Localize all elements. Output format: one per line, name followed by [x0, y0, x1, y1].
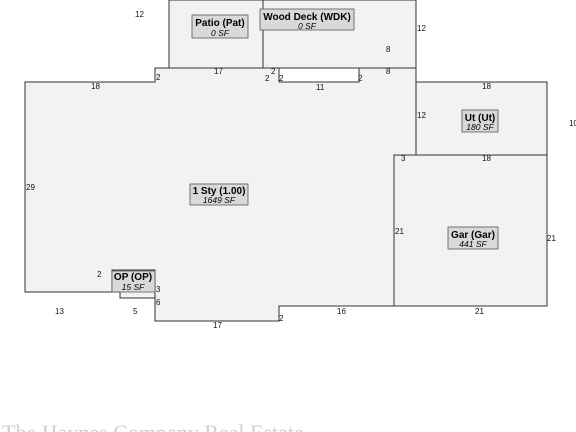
utility-label: Ut (Ut) 180 SF [461, 109, 499, 133]
dim-29: 29 [26, 183, 35, 192]
dim-5: 5 [133, 307, 138, 316]
deck-name: Wood Deck (WDK) [263, 12, 351, 23]
dim-2-a: 2 [271, 67, 276, 76]
dim-3-op: 3 [156, 285, 161, 294]
porch-area: 15 SF [122, 282, 145, 292]
dim-8-bump: 8 [386, 67, 391, 76]
dim-2-e: 2 [358, 74, 363, 83]
dim-12-deck-right: 12 [417, 24, 426, 33]
dim-18-left: 18 [91, 82, 100, 91]
dim-12-top: 12 [135, 10, 144, 19]
dim-16: 16 [337, 307, 346, 316]
deck-label: Wood Deck (WDK) 0 SF [259, 8, 355, 31]
utility-name: Ut (Ut) [465, 113, 496, 124]
garage-name: Gar (Gar) [451, 230, 495, 241]
dim-2-d: 2 [279, 74, 284, 83]
house-area: 1649 SF [203, 195, 236, 205]
dim-10: 10 [569, 119, 576, 128]
patio-label: Patio (Pat) 0 SF [191, 14, 249, 39]
dim-2-bottom: 2 [279, 314, 284, 323]
dim-2-b: 2 [156, 73, 161, 82]
dim-2-c: 2 [265, 74, 270, 83]
porch-name: OP (OP) [114, 272, 152, 283]
dim-21-bottom: 21 [475, 307, 484, 316]
dim-11: 11 [316, 83, 325, 92]
dim-21-left: 21 [395, 227, 404, 236]
deck-area: 0 SF [298, 21, 317, 31]
dim-6-op: 6 [156, 298, 161, 307]
dim-3-gar: 3 [401, 154, 406, 163]
dim-17-bottom: 17 [213, 321, 222, 330]
dim-18-ut-bottom: 18 [482, 154, 491, 163]
garage-label: Gar (Gar) 441 SF [447, 226, 499, 250]
dim-2-op: 2 [97, 270, 102, 279]
dim-18-ut-top: 18 [482, 82, 491, 91]
dim-12-ut: 12 [417, 111, 426, 120]
watermark: The Haynes Company Real Estate [2, 420, 304, 432]
porch-label: OP (OP) 15 SF [111, 270, 156, 293]
dim-13: 13 [55, 307, 64, 316]
dim-17-top: 17 [214, 67, 223, 76]
patio-name: Patio (Pat) [195, 18, 244, 29]
patio-area: 0 SF [211, 28, 230, 38]
house-label: 1 Sty (1.00) 1649 SF [189, 183, 249, 206]
utility-area: 180 SF [466, 122, 494, 132]
house-name: 1 Sty (1.00) [193, 186, 246, 197]
dim-21-right: 21 [547, 234, 556, 243]
garage-area: 441 SF [459, 239, 487, 249]
dim-8-deck: 8 [386, 45, 391, 54]
